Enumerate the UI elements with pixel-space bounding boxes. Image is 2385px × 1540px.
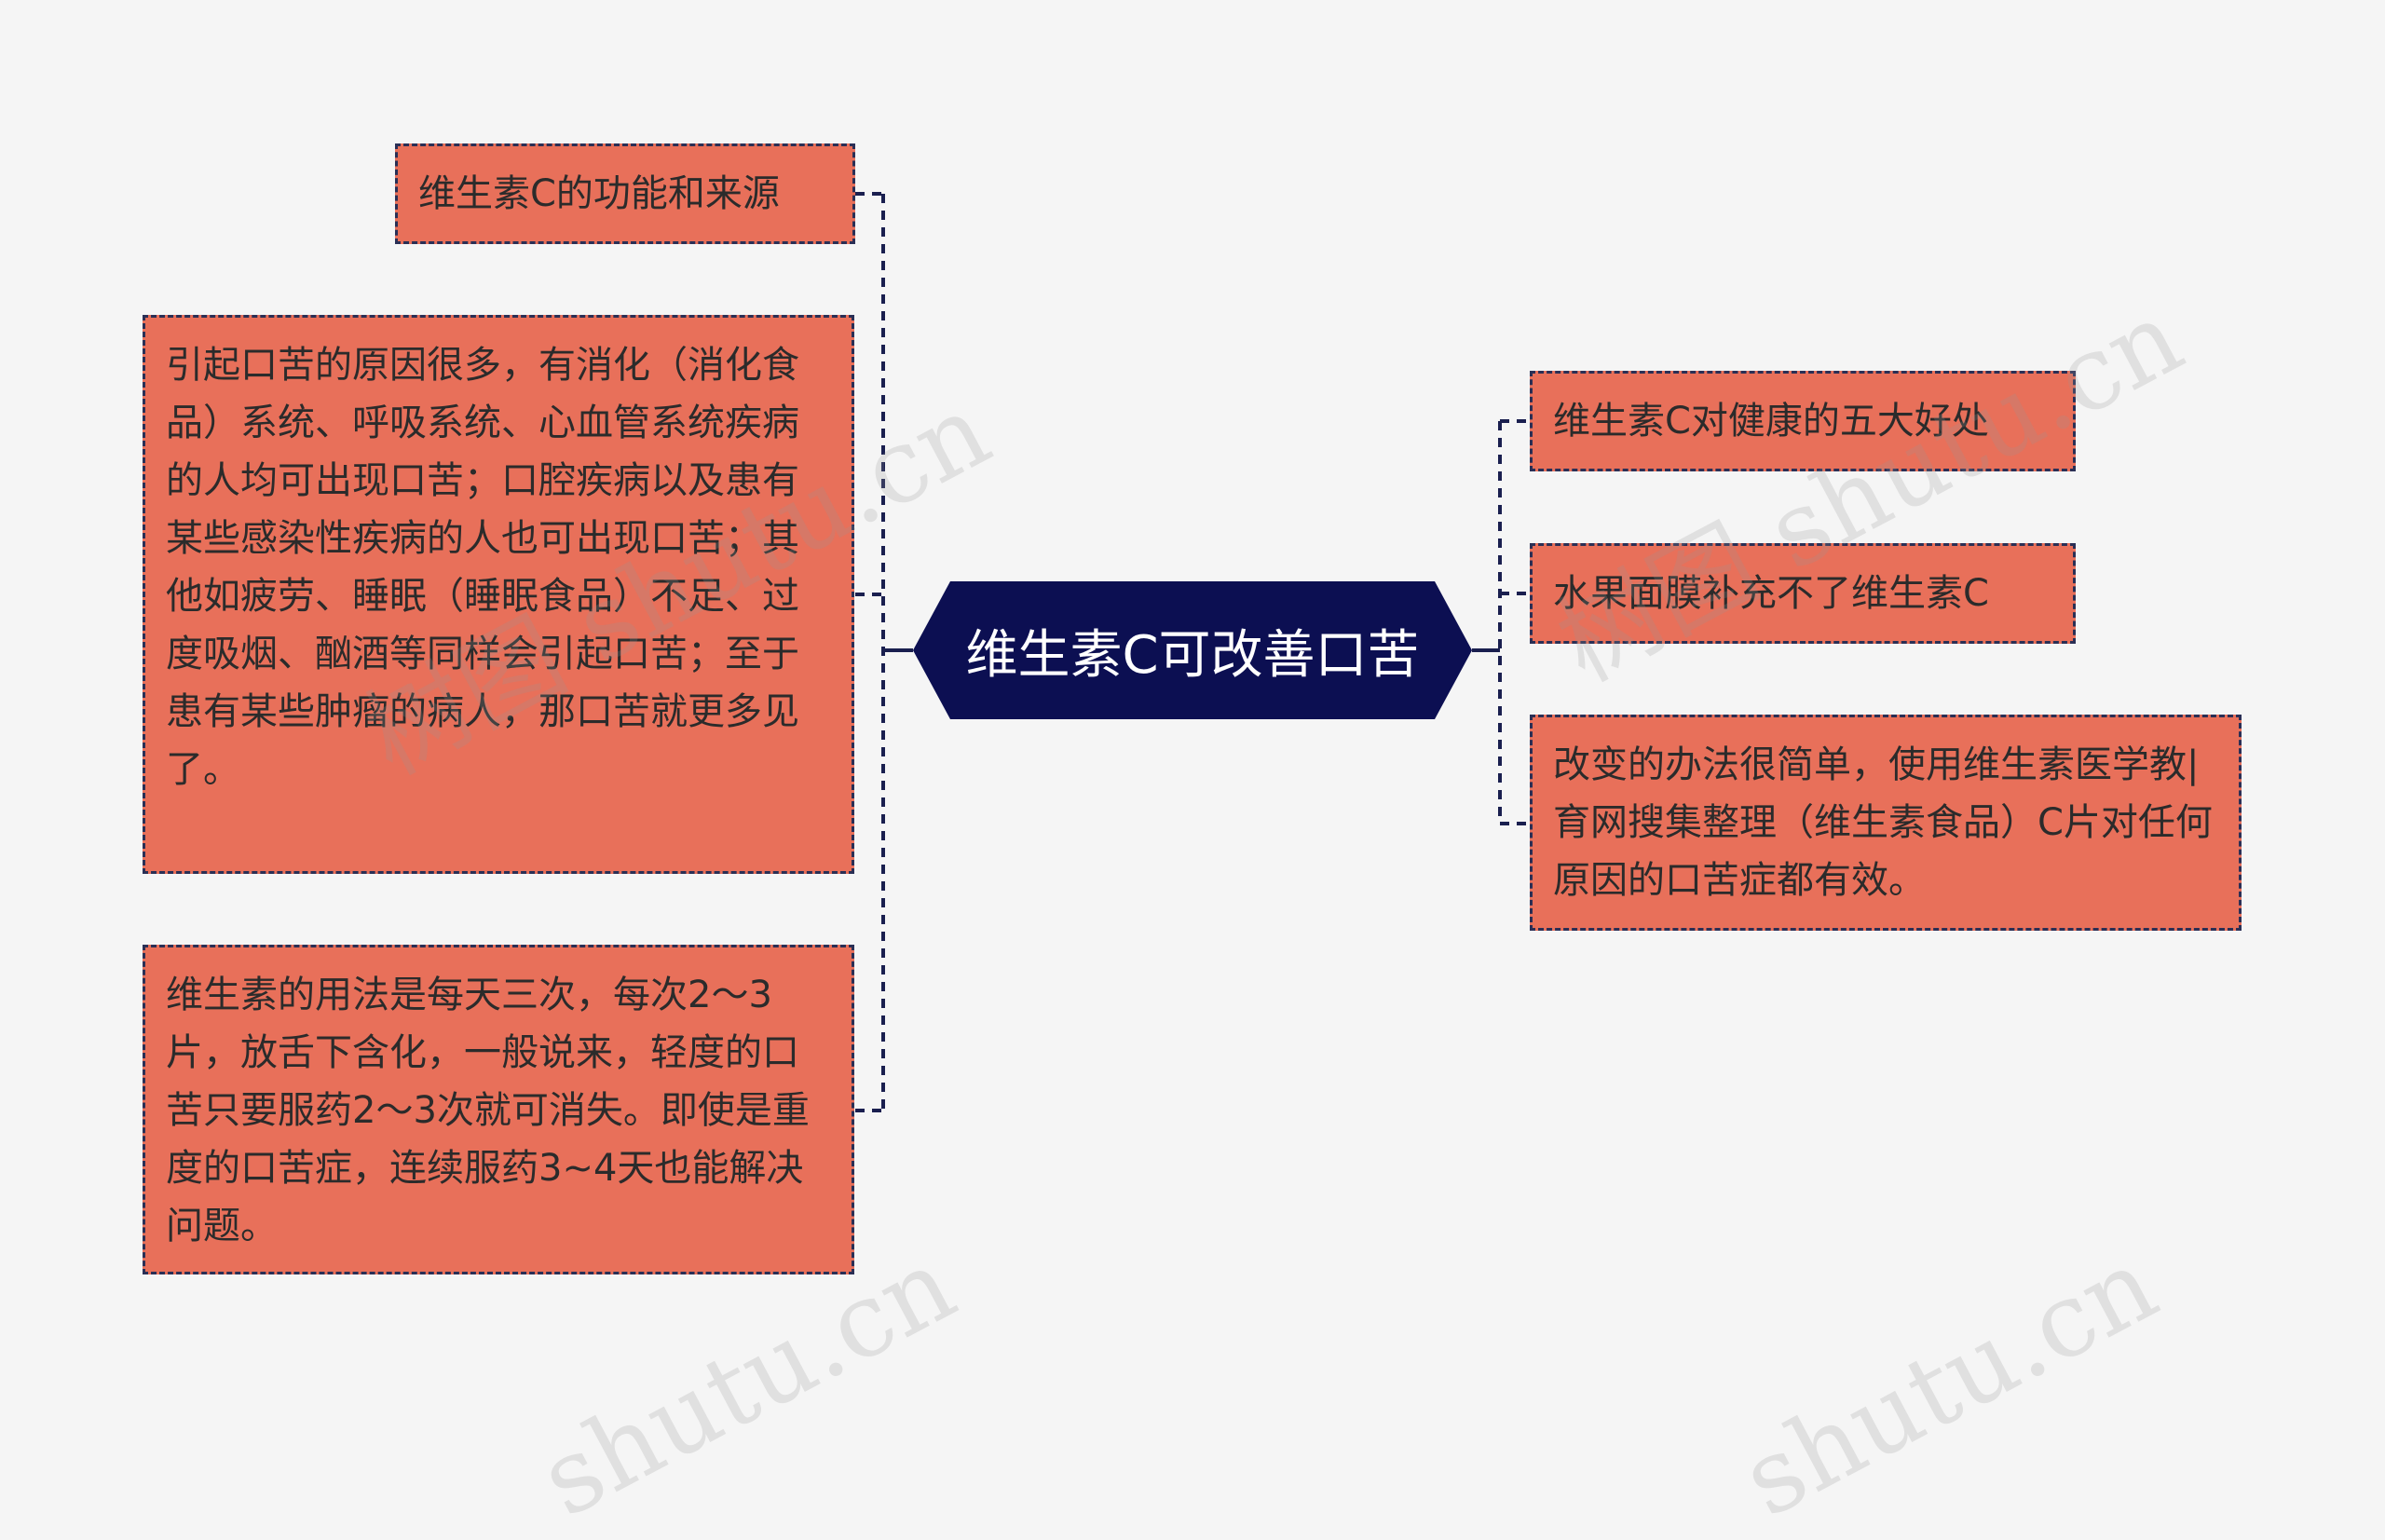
topic-node-label: 维生素C的功能和来源 [418,172,780,215]
topic-node-solution[interactable]: 改变的办法很简单，使用维生素医学教|育网搜集整理（维生素食品）C片对任何原因的口… [1530,715,2242,931]
topic-node-label: 维生素C对健康的五大好处 [1553,400,1989,443]
topic-node-bitter-mouth-causes[interactable]: 引起口苦的原因很多，有消化（消化食品）系统、呼吸系统、心血管系统疾病的人均可出现… [143,315,854,874]
central-topic-node[interactable]: 维生素C可改善口苦 [913,581,1472,719]
topic-node-fruit-mask[interactable]: 水果面膜补充不了维生素C [1530,543,2076,644]
central-topic-label: 维生素C可改善口苦 [965,624,1420,686]
topic-node-label: 改变的办法很简单，使用维生素医学教|育网搜集整理（维生素食品）C片对任何原因的口… [1553,743,2213,902]
connector-lines [855,192,1530,1112]
topic-node-usage[interactable]: 维生素的用法是每天三次，每次2～3片，放舌下含化，一般说来，轻度的口苦只要服药2… [143,945,854,1274]
topic-node-label: 引起口苦的原因很多，有消化（消化食品）系统、呼吸系统、心血管系统疾病的人均可出现… [166,344,799,791]
mind-map-canvas: 维生素C的功能和来源 引起口苦的原因很多，有消化（消化食品）系统、呼吸系统、心血… [143,143,2242,1540]
topic-node-vitamin-c-function[interactable]: 维生素C的功能和来源 [395,143,855,244]
topic-node-label: 维生素的用法是每天三次，每次2～3片，放舌下含化，一般说来，轻度的口苦只要服药2… [166,974,810,1247]
topic-node-label: 水果面膜补充不了维生素C [1553,572,1989,615]
topic-node-five-benefits[interactable]: 维生素C对健康的五大好处 [1530,371,2076,471]
